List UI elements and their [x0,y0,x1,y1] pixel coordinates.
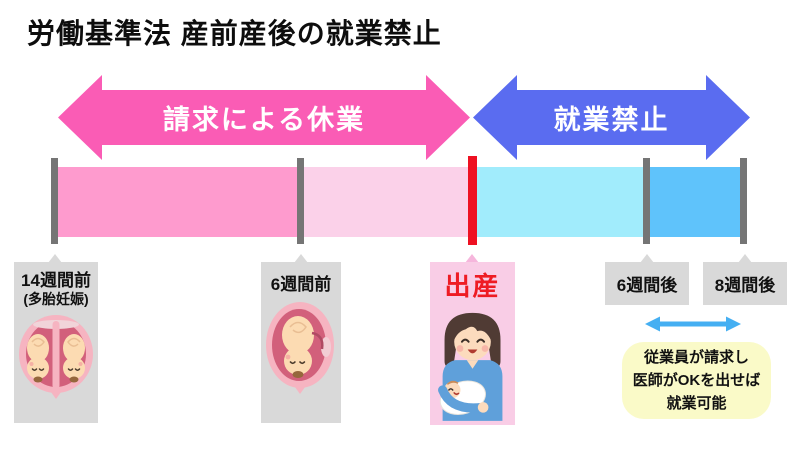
pointer-14w-before [48,254,62,263]
marker-box-8-weeks-after: 8週間後 [703,262,787,305]
timeline-segment-after-birth [477,167,643,237]
work-possible-note: 従業員が請求し 医師がOKを出せば 就業可能 [622,342,771,419]
marker-box-14-weeks-before: 14週間前 (多胎妊娠) [14,262,98,423]
pointer-8w-after [738,254,752,263]
marker-box-6-weeks-before: 6週間前 [261,262,341,423]
pointer-6w-after [640,254,654,263]
tick-6-weeks-after [643,158,650,244]
timeline-segment-before-14w [58,167,300,237]
work-prohibition-arrow-label: 就業禁止 [553,105,670,135]
page-title: 労働基準法 産前産後の就業禁止 [27,18,442,49]
marker-label-14w: 14週間前 [21,271,91,290]
work-prohibition-arrow-icon [473,75,750,160]
note-range-arrow-icon [645,316,741,332]
tick-8-weeks-after [740,158,747,244]
marker-label-6w-before: 6週間前 [270,275,332,294]
pointer-6w-before [294,254,308,263]
mother-holding-baby-icon [437,312,502,421]
fetus-in-womb-icon [266,302,334,395]
note-line-2: 医師がOKを出せば [632,371,761,389]
birth-label: 出産 [444,271,501,301]
marker-box-6-weeks-after: 6週間後 [605,262,689,305]
marker-label-8w-after: 8週間後 [714,276,776,295]
request-leave-arrow-label: 請求による休業 [162,105,366,135]
tick-6-weeks-before [297,158,304,244]
pointer-birth [465,254,479,263]
timeline-segment-6w-to-8w-after [650,167,740,237]
timeline-segment-before-6w [300,167,468,237]
marker-label-6w-after: 6週間後 [616,276,678,295]
request-leave-arrow-icon [58,75,470,160]
note-line-3: 就業可能 [666,395,727,413]
birth-line [468,156,477,245]
twins-in-womb-icon [19,315,93,400]
marker-sublabel-multiple-pregnancy: (多胎妊娠) [23,291,89,308]
marker-box-birth: 出産 [430,262,515,425]
note-line-1: 従業員が請求し [643,348,749,366]
tick-14-weeks-before [51,158,58,244]
